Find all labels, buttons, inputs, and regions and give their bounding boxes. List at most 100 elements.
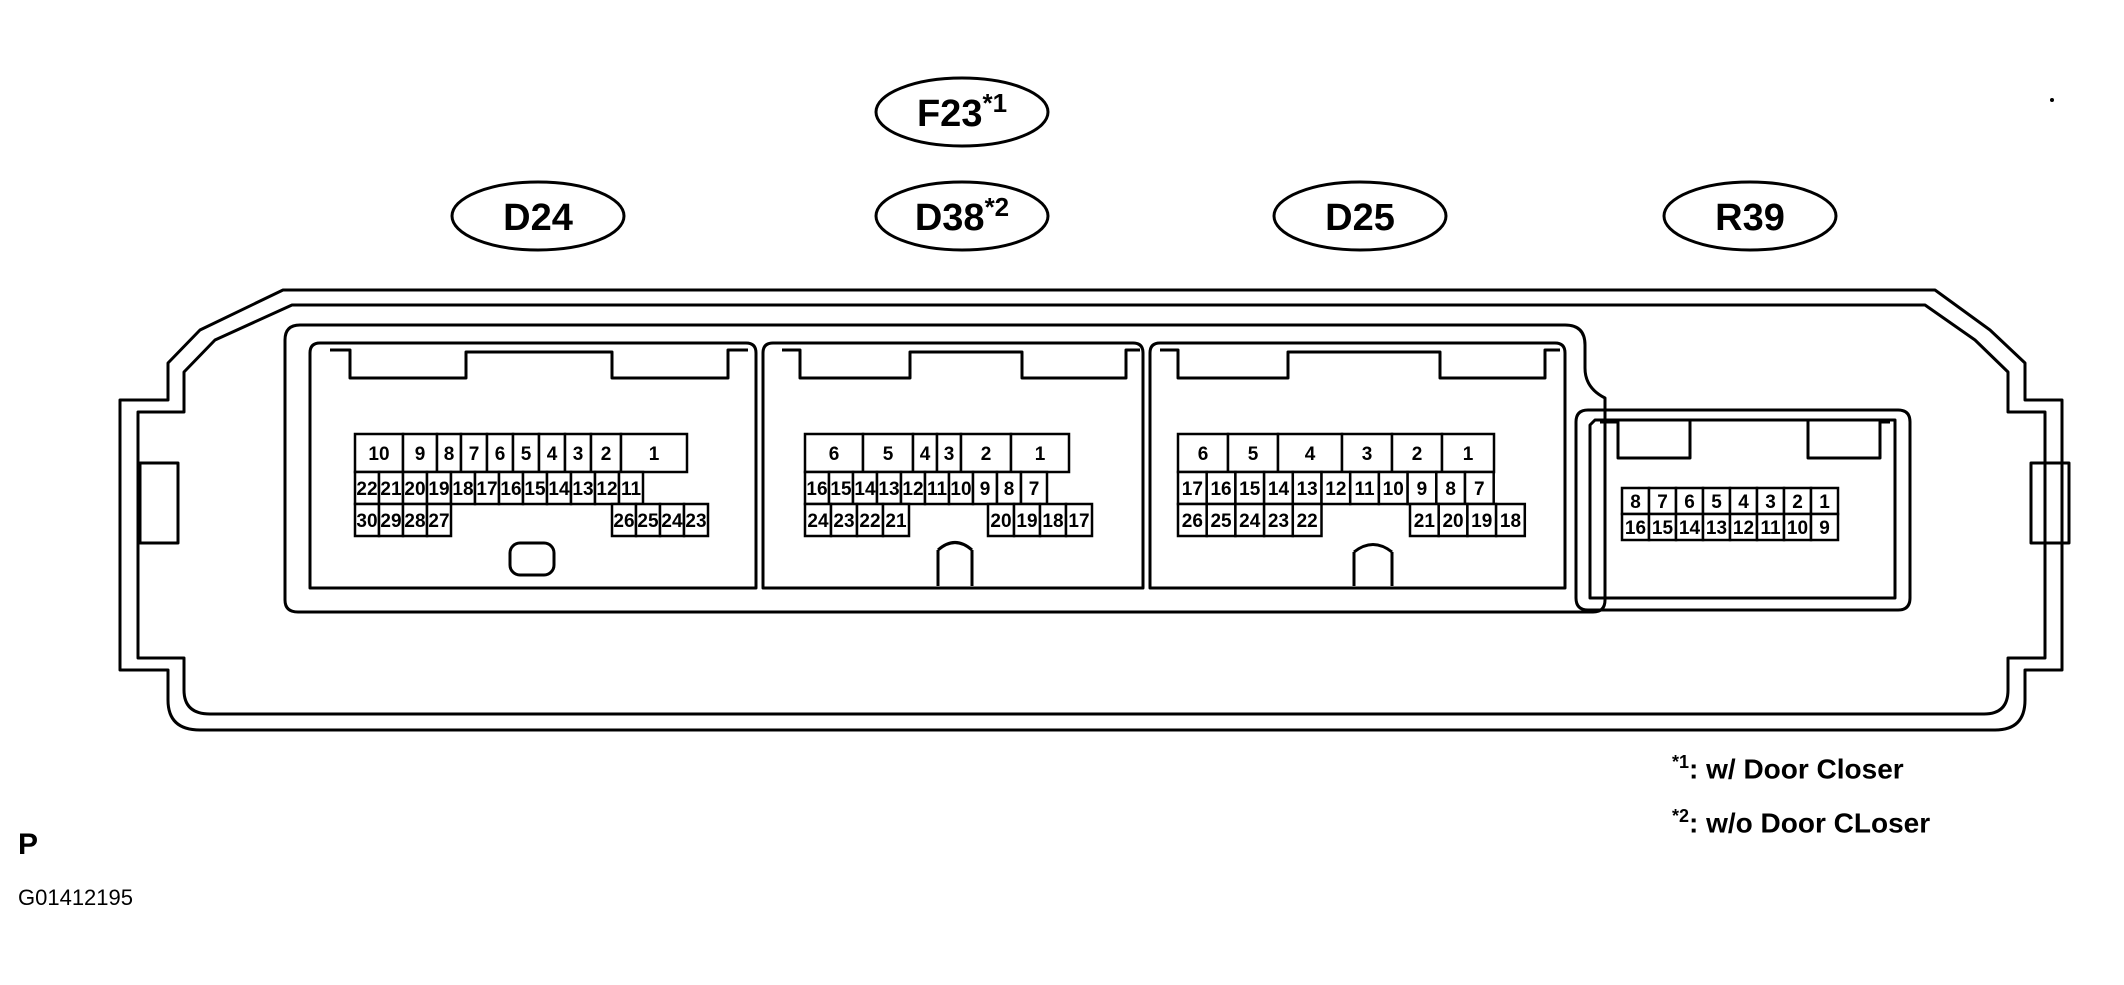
pin-cell: 28	[401, 502, 429, 538]
pin-box	[1809, 512, 1840, 542]
pin-cell: 23	[829, 502, 859, 538]
pin-number: 19	[1016, 511, 1037, 532]
pin-cell: 27	[425, 502, 453, 538]
pin-cell: 16	[497, 470, 525, 506]
pin-number: 10	[1383, 479, 1404, 500]
pin-cell: 3	[1340, 432, 1394, 474]
pin-number: 15	[830, 479, 852, 500]
pin-cell: 5	[1701, 486, 1732, 516]
d25-key	[1160, 348, 1560, 380]
pin-number: 3	[1765, 492, 1776, 513]
pin-number: 7	[1474, 479, 1485, 500]
pin-box	[1809, 486, 1840, 516]
pin-cell: 18	[449, 470, 477, 506]
pin-cell: 6	[1176, 432, 1230, 474]
pin-number: 3	[573, 444, 584, 465]
pin-number: 9	[1417, 479, 1428, 500]
pin-number: 23	[833, 511, 854, 532]
pin-number: 12	[596, 479, 617, 500]
label-f23-oval	[874, 76, 1050, 148]
housing-outer	[118, 288, 2064, 732]
pin-cell: 26	[1176, 502, 1208, 538]
pin-number: 23	[1268, 511, 1289, 532]
pin-box	[1674, 486, 1705, 516]
pin-cell: 12	[1320, 470, 1352, 506]
pin-cell: 7	[459, 432, 489, 474]
pin-cell: 6	[803, 432, 865, 474]
pin-number: 24	[807, 511, 829, 532]
pin-number: 14	[548, 479, 570, 500]
pin-cell: 8	[995, 470, 1023, 506]
pin-box	[1755, 486, 1786, 516]
pin-number: 8	[444, 444, 455, 465]
note-2-text: : w/o Door CLoser	[1689, 807, 1931, 839]
pin-number: 13	[878, 479, 899, 500]
pin-cell: 21	[881, 502, 911, 538]
d24-key	[330, 348, 748, 380]
pin-cell: 14	[1674, 512, 1705, 542]
pin-cell: 10	[1782, 512, 1813, 542]
pin-cell: 13	[1701, 512, 1732, 542]
pin-box	[1205, 502, 1237, 538]
pin-cell: 5	[861, 432, 915, 474]
pin-number: 6	[495, 444, 506, 465]
note-1-mark: *1	[1672, 752, 1690, 772]
pin-cell: 24	[803, 502, 833, 538]
label-f23-text: F23*1	[917, 88, 1007, 135]
pin-box	[911, 432, 939, 474]
pin-number: 14	[1268, 479, 1290, 500]
pin-cell: 7	[1463, 470, 1495, 506]
pin-number: 5	[521, 444, 532, 465]
note-2-mark: *2	[1672, 806, 1690, 826]
pin-number: 11	[927, 479, 948, 500]
pin-number: 26	[1182, 511, 1203, 532]
pin-box	[947, 470, 975, 506]
pin-number: 12	[1733, 518, 1754, 539]
pin-cell: 24	[1234, 502, 1266, 538]
pin-box	[1408, 502, 1440, 538]
pin-box	[803, 432, 865, 474]
pin-cell: 9	[1406, 470, 1438, 506]
pin-box	[449, 470, 477, 506]
pin-number: 19	[428, 479, 449, 500]
r39-shell-inner	[1588, 418, 1897, 600]
pin-cell: 20	[401, 470, 429, 506]
pin-box	[377, 502, 405, 538]
pin-number: 18	[452, 479, 473, 500]
pin-number: 14	[854, 479, 876, 500]
note-2: *2: w/o Door CLoser	[1672, 806, 1930, 839]
pin-number: 9	[980, 479, 991, 500]
pin-number: 11	[621, 479, 642, 500]
pin-number: 2	[1792, 492, 1803, 513]
pin-cell: 23	[682, 502, 710, 538]
pin-cell: 26	[610, 502, 638, 538]
left-clip	[138, 461, 180, 545]
pin-cell: 16	[803, 470, 831, 506]
pin-box	[658, 502, 686, 538]
pin-number: 11	[1355, 479, 1376, 500]
pin-cell: 1	[1809, 486, 1840, 516]
d24-latch	[508, 541, 556, 577]
pin-box	[425, 502, 453, 538]
pin-number: 10	[368, 444, 389, 465]
pin-number: 16	[1210, 479, 1231, 500]
note-1: *1: w/ Door Closer	[1672, 752, 1904, 785]
pin-number: 15	[1239, 479, 1261, 500]
pin-number: 5	[1711, 492, 1722, 513]
pin-cell: 4	[537, 432, 567, 474]
pin-number: 25	[637, 511, 659, 532]
pin-cell: 15	[1647, 512, 1678, 542]
pin-cell: 17	[473, 470, 501, 506]
d38-key	[782, 348, 1140, 380]
pin-number: 4	[1305, 444, 1316, 465]
pin-box	[1320, 470, 1352, 506]
label-d25-oval	[1272, 180, 1448, 252]
pin-cell: 23	[1262, 502, 1295, 538]
pin-number: 2	[1412, 444, 1423, 465]
pin-number: 3	[1362, 444, 1373, 465]
label-d25-text: D25	[1325, 197, 1395, 239]
